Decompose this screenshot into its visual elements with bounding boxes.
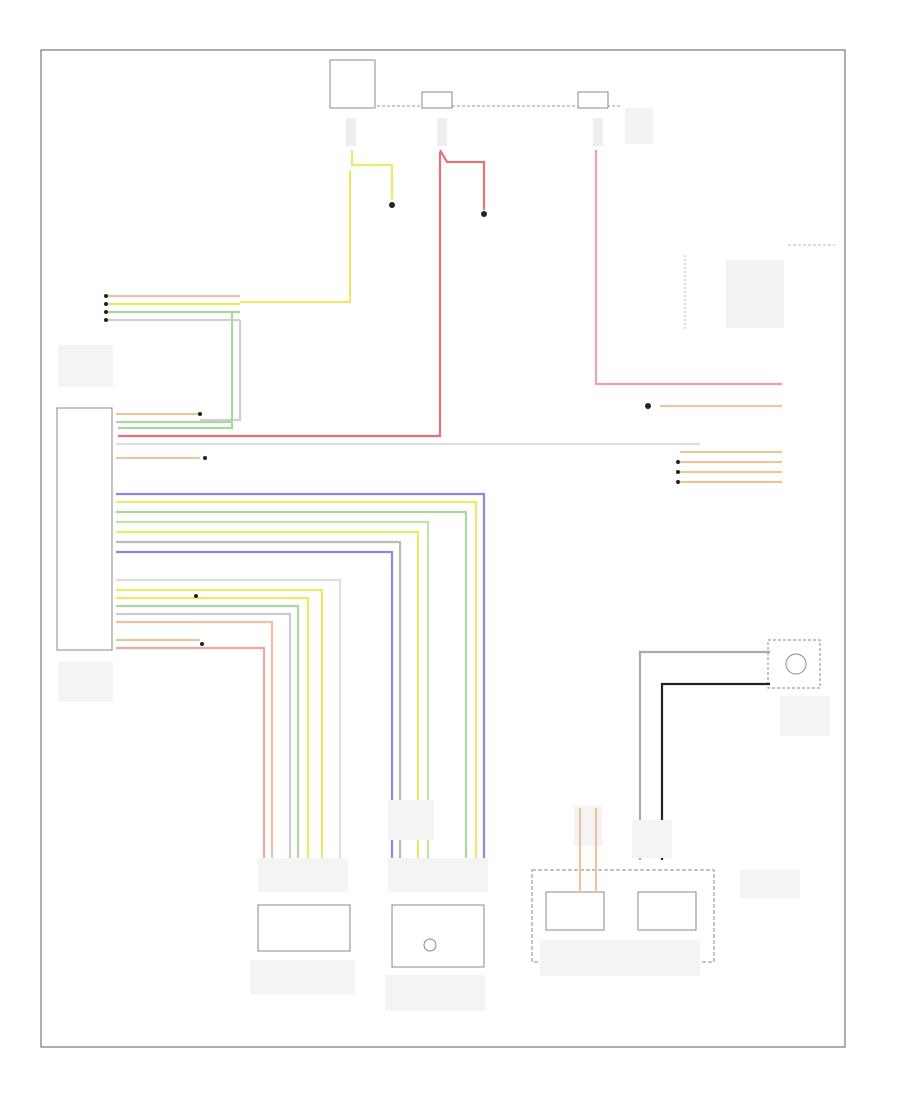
sensor-icon — [767, 639, 821, 689]
bottom-label-2 — [385, 975, 485, 1011]
red-wire-feed — [439, 149, 486, 210]
bottom-label-1 — [250, 960, 355, 994]
connector-top-left — [104, 294, 240, 322]
fuse-block-top — [329, 59, 609, 109]
yellow-wire-feed — [350, 150, 394, 200]
ecm-bus-wires — [116, 492, 486, 880]
ecm-label-block — [58, 345, 113, 387]
ground-icon — [389, 202, 395, 208]
right-mid-connector — [676, 450, 782, 484]
gray-wire-loop — [200, 320, 242, 422]
ecm-lower-wires — [116, 578, 342, 880]
ground-icon — [645, 403, 651, 409]
green-wire-loop — [118, 310, 240, 430]
engine-control-module — [56, 407, 113, 651]
red-wire-right — [594, 150, 782, 386]
ground-icon — [481, 211, 487, 217]
red-wire-trunk — [118, 152, 442, 438]
black-wire-sensor — [660, 682, 770, 860]
yellow-wire-trunk — [240, 170, 352, 304]
gray-wire-sensor — [638, 650, 770, 860]
connector-icon — [391, 904, 485, 968]
connector-icon — [257, 904, 351, 952]
harness-breaks — [258, 800, 672, 892]
sensor-label — [780, 696, 830, 736]
diagram-frame — [40, 49, 846, 1048]
fuse-label-texts — [346, 108, 653, 146]
bottom-label-3 — [540, 940, 700, 976]
ecm-bottom-label-block — [58, 662, 113, 702]
right-label-3 — [740, 870, 800, 898]
ecm-upper-pins — [116, 412, 700, 460]
right-top-connector — [684, 244, 835, 330]
